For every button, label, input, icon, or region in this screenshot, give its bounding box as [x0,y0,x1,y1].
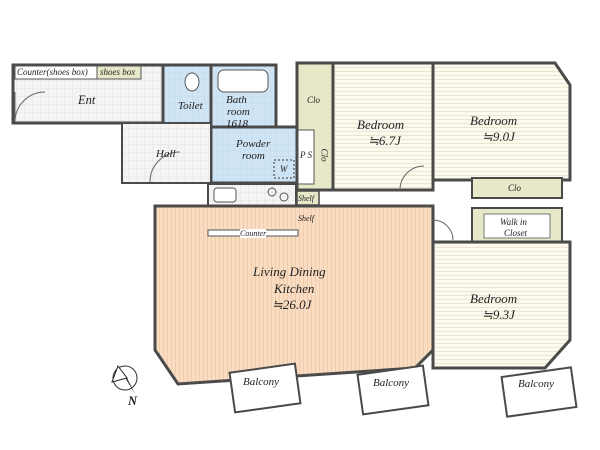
closet-band [471,177,563,199]
entrance-door [14,91,46,123]
entrance-label: Ent [78,93,96,107]
shelf-label-1: Shelf [298,194,314,203]
ldk-label-2: Kitchen [274,281,315,296]
compass-icon [111,364,138,394]
hall-label: Hall [156,148,176,160]
balcony-2 [356,364,430,416]
walk-in-label-1: Walk in [500,217,527,227]
sink [213,187,237,203]
bedroom-3-size: ≒9.3J [482,307,515,322]
ps-shaft [297,129,315,185]
bedroom-1-size: ≒6.7J [368,133,401,148]
compass-label: N [128,394,138,408]
counter-shoes-box-label: Counter(shoes box) [17,67,88,77]
shelf-label-2: Shelf [298,214,314,223]
closet-label-3: Clo [508,183,522,193]
bedroom-2-floor [431,61,572,182]
bath-label-3: 1618 [226,118,248,130]
closet-label-2: Clo [319,148,330,162]
stove-burner [267,187,277,197]
balcony-3-label: Balcony [518,378,555,390]
powder-label-1: Powder [236,138,271,150]
balcony-2-label: Balcony [373,377,410,389]
closet-label-1: Clo [307,95,321,105]
balcony-1-label: Balcony [243,376,280,388]
washer-space [273,159,295,179]
balcony-1 [228,362,302,414]
walk-in-inner [483,213,551,239]
toilet-bowl [184,72,200,92]
hall-floor [121,122,212,184]
ps-label: P S [299,150,313,160]
ldk-label-1: Living Dining [253,264,326,279]
balcony-3 [500,366,578,418]
shoes-box-label: shoes box [100,67,136,77]
walk-in-label-2: Closet [504,228,528,238]
bath-label-2: room [227,106,250,118]
ldk-door [432,219,454,241]
shoes-box [96,65,142,80]
powder-label-2: room [242,150,265,162]
toilet-room [161,63,213,129]
hall-door [149,151,181,183]
bedroom-1-floor [331,61,435,192]
stove-burner [279,192,289,202]
bathtub [217,69,269,93]
counter-label: Counter [240,229,267,239]
bedroom-2-size: ≒9.0J [482,129,515,144]
bedroom-2-label: Bedroom [470,113,518,128]
bedroom-1-door [399,165,425,191]
bedroom-1-label: Bedroom [357,117,405,132]
toilet-label: Toilet [178,100,203,112]
washer-label: W [280,164,288,174]
ldk-size: ≒26.0J [272,297,312,312]
bath-label-1: Bath [226,94,247,106]
bedroom-3-label: Bedroom [470,291,518,306]
